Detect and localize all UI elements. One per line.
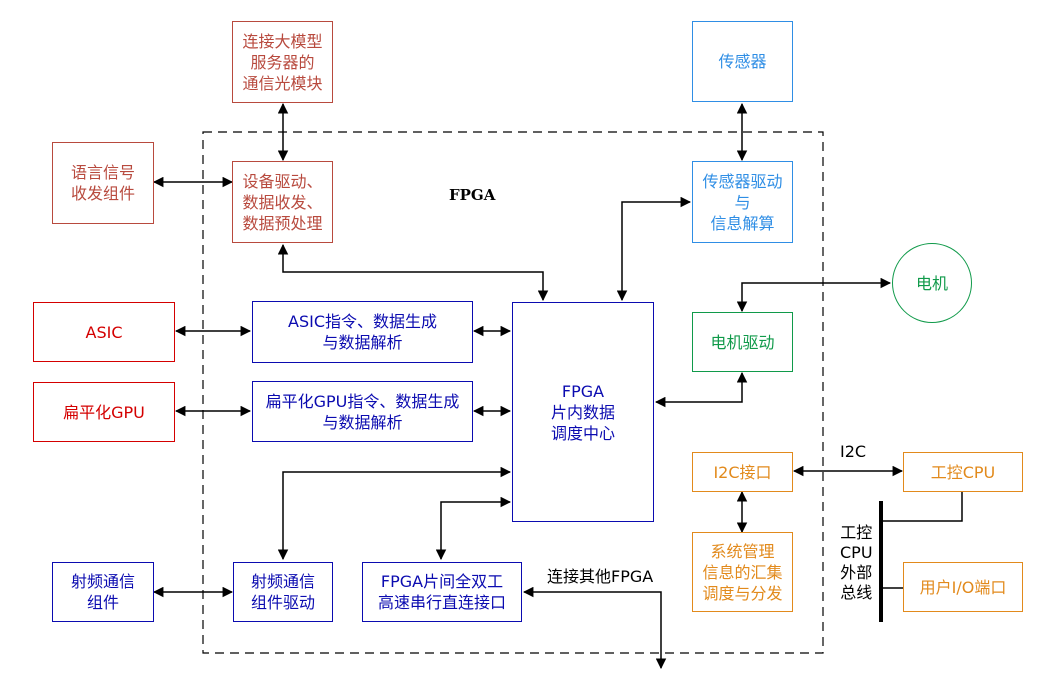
asic-cmd-label: ASIC指令、数据生成 与数据解析	[288, 312, 437, 352]
arrow-driver-scheduler	[277, 243, 549, 302]
sensor-driver-label: 传感器驱动 与 信息解算	[702, 171, 783, 233]
fpga-serial-label: FPGA片间全双工 高速串行直连接口	[377, 572, 506, 612]
asic-label: ASIC	[85, 322, 123, 342]
motor-driver-label: 电机驱动	[710, 332, 775, 352]
rf-driver-box: 射频通信 组件驱动	[233, 562, 333, 622]
rf-driver-label: 射频通信 组件驱动	[250, 572, 315, 612]
asic-box: ASIC	[33, 302, 175, 362]
arrow-serial-otherfpga	[522, 586, 667, 670]
motor-label: 电机	[915, 273, 948, 293]
flat-gpu-box: 扁平化GPU	[33, 382, 175, 442]
industrial-cpu-label: 工控CPU	[930, 462, 996, 482]
arrow-motordriver-motor	[736, 277, 892, 313]
user-io-label: 用户I/O端口	[919, 577, 1007, 597]
motor-driver-box: 电机驱动	[692, 312, 793, 372]
sensor-driver-box: 传感器驱动 与 信息解算	[692, 161, 793, 243]
device-driver-box: 设备驱动、 数据收发、 数据预处理	[232, 161, 333, 243]
other-fpga-label: 连接其他FPGA	[547, 567, 654, 586]
bus-cpu-link	[881, 492, 963, 522]
user-io-box: 用户I/O端口	[903, 562, 1023, 612]
asic-cmd-box: ASIC指令、数据生成 与数据解析	[252, 301, 473, 363]
rf-component-box: 射频通信 组件	[52, 562, 154, 622]
rf-component-label: 射频通信 组件	[70, 572, 135, 612]
sensor-box: 传感器	[692, 21, 793, 102]
bus-label: 工控 CPU 外部 总线	[840, 523, 873, 602]
voice-component-label: 语言信号 收发组件	[70, 163, 135, 203]
gpu-cmd-label: 扁平化GPU指令、数据生成 与数据解析	[265, 391, 460, 432]
arrow-scheduler-motordriver	[654, 371, 748, 408]
device-driver-label: 设备驱动、 数据收发、 数据预处理	[242, 171, 323, 233]
fpga-title: FPGA	[449, 186, 496, 204]
industrial-cpu-box: 工控CPU	[903, 452, 1023, 492]
arrow-scheduler-rfdriver	[277, 466, 512, 561]
scheduler-label: FPGA 片内数据 调度中心	[550, 381, 615, 443]
i2c-interface-box: I2C接口	[692, 452, 793, 492]
i2c-interface-label: I2C接口	[713, 462, 772, 482]
fpga-serial-box: FPGA片间全双工 高速串行直连接口	[362, 562, 522, 622]
arrow-scheduler-sensordriver	[616, 196, 692, 302]
arrow-scheduler-serial	[435, 496, 512, 561]
i2c-bus-label: I2C	[840, 442, 867, 461]
sensor-label: 传感器	[718, 52, 767, 71]
system-mgmt-label: 系统管理 信息的汇集 调度与分发	[702, 541, 783, 603]
optical-module-label: 连接大模型 服务器的 通信光模块	[242, 31, 323, 93]
optical-module-box: 连接大模型 服务器的 通信光模块	[232, 21, 333, 103]
system-mgmt-box: 系统管理 信息的汇集 调度与分发	[692, 532, 793, 612]
gpu-cmd-box: 扁平化GPU指令、数据生成 与数据解析	[252, 381, 473, 442]
scheduler-box: FPGA 片内数据 调度中心	[512, 302, 654, 522]
voice-component-box: 语言信号 收发组件	[52, 142, 154, 224]
flat-gpu-label: 扁平化GPU	[63, 402, 145, 422]
motor-circle: 电机	[892, 243, 972, 323]
